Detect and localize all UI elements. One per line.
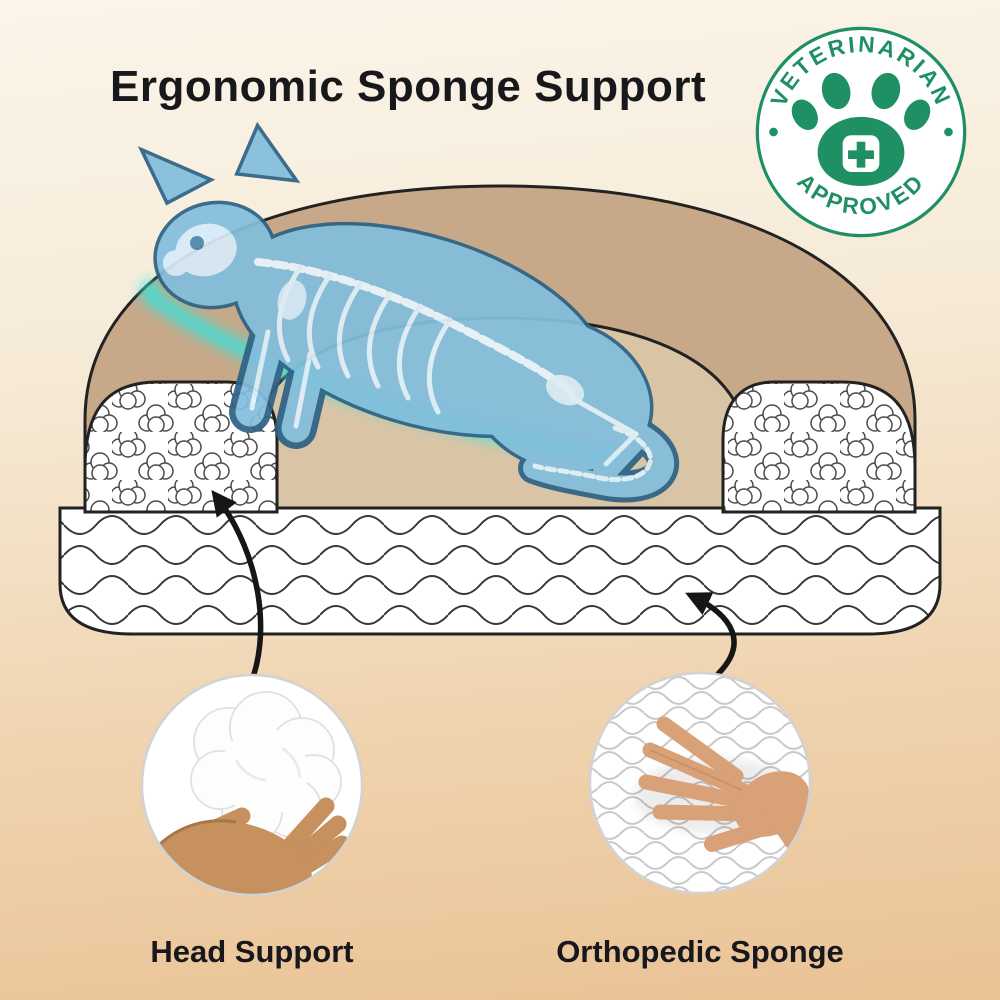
vet-approved-badge: VETERINARIAN APPROVED — [753, 24, 969, 240]
head-support-label: Head Support — [150, 934, 354, 969]
head-support-arrow — [211, 489, 264, 693]
bed-bolster-left — [83, 380, 279, 514]
bed-base-mattress — [58, 506, 942, 636]
bed-bolster-right — [721, 380, 917, 514]
orthopedic-sponge-photo — [588, 671, 812, 895]
page-title: Ergonomic Sponge Support — [110, 62, 707, 111]
head-support-photo — [140, 673, 364, 897]
paw-icon — [791, 72, 931, 186]
badge-separator-dot — [769, 127, 778, 137]
cat-skeleton — [163, 223, 653, 482]
orthopedic-sponge-arrow — [685, 592, 737, 677]
cat-xray-illustration — [137, 121, 680, 503]
badge-separator-dot — [944, 127, 953, 137]
orthopedic-sponge-label: Orthopedic Sponge — [556, 934, 844, 969]
